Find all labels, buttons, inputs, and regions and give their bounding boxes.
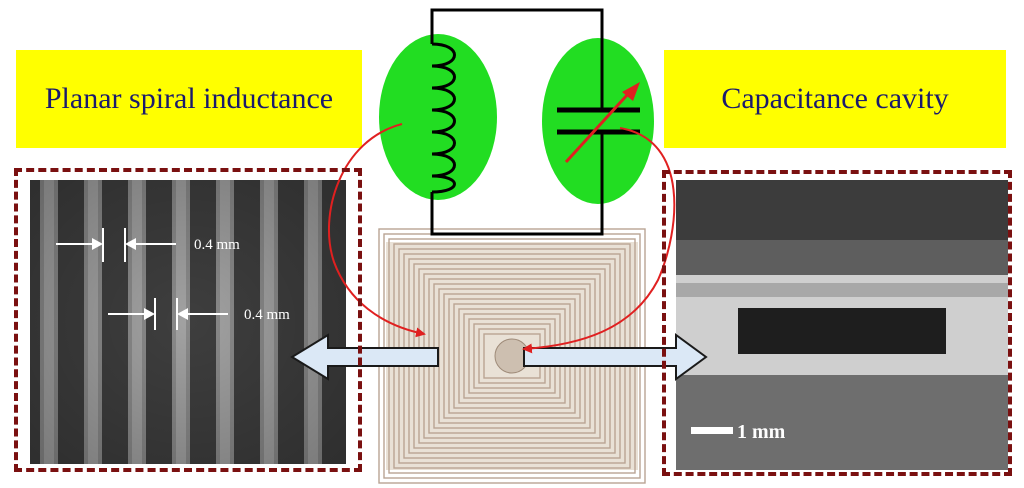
block-arrow-left: [290, 333, 439, 381]
inductance-frame: [14, 168, 362, 472]
capacitance-label: Capacitance cavity: [664, 50, 1006, 148]
dimension-label-top: 0.4 mm: [194, 237, 240, 253]
inductance-label: Planar spiral inductance: [16, 50, 362, 148]
dimension-label-bottom: 0.4 mm: [244, 307, 290, 323]
inductor-symbol: [430, 10, 456, 234]
cavity-micrograph: [676, 180, 1008, 470]
red-arrow-inductor: [327, 123, 426, 338]
stripe-micrograph: [30, 180, 346, 464]
red-arrow-capacitor: [522, 127, 676, 354]
capacitance-frame: [662, 170, 1012, 476]
capacitor-highlight: [542, 38, 654, 204]
dimension-marker-top: [56, 228, 176, 262]
inductor-highlight: [379, 34, 497, 200]
scale-bar-label: 1 mm: [737, 421, 786, 443]
dimension-marker-bottom: [108, 298, 228, 330]
block-arrow-right: [523, 333, 708, 381]
variable-capacitor-symbol: [557, 10, 640, 234]
